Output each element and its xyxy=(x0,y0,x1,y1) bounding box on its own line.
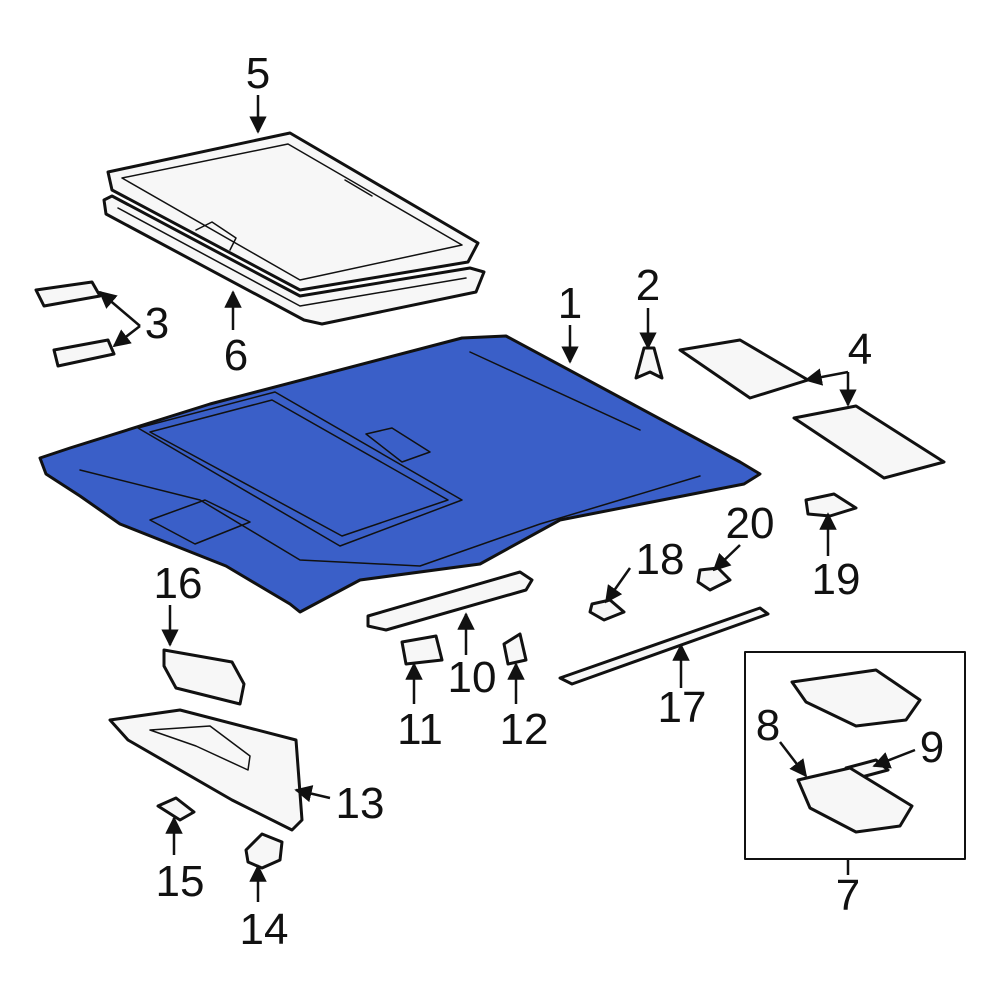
callout-1: 1 xyxy=(558,279,582,328)
handle-cover-11[interactable] xyxy=(400,634,444,666)
sunroof-panel-lower[interactable] xyxy=(102,194,486,326)
insulation-lower[interactable] xyxy=(792,404,946,480)
inset-box xyxy=(744,651,966,860)
insulation-upper[interactable] xyxy=(678,338,810,400)
pad-lower[interactable] xyxy=(52,338,116,368)
callout-7: 7 xyxy=(836,871,860,920)
sunvisor[interactable] xyxy=(108,708,304,832)
sunroof-panel-upper[interactable] xyxy=(106,131,480,292)
headliner[interactable] xyxy=(38,334,762,614)
bracket-14[interactable] xyxy=(244,832,284,870)
callout-4: 4 xyxy=(848,325,872,374)
callout-9: 9 xyxy=(920,723,944,772)
hook[interactable] xyxy=(804,492,858,518)
callout-12: 12 xyxy=(500,705,549,754)
clip-18[interactable] xyxy=(588,598,626,622)
callout-6: 6 xyxy=(224,331,248,380)
callout-19: 19 xyxy=(812,555,861,604)
callout-20: 20 xyxy=(726,499,775,548)
lamp-lens[interactable] xyxy=(796,766,914,834)
clip-15[interactable] xyxy=(156,796,196,822)
retainer-clip[interactable] xyxy=(634,346,664,380)
callout-18: 18 xyxy=(636,535,685,584)
handle-cover-12[interactable] xyxy=(502,632,528,666)
callout-13: 13 xyxy=(336,779,385,828)
callout-15: 15 xyxy=(156,857,205,906)
callout-11: 11 xyxy=(397,705,443,754)
callout-14: 14 xyxy=(240,905,289,954)
callout-5: 5 xyxy=(246,49,270,98)
callout-10: 10 xyxy=(448,653,497,702)
callout-16: 16 xyxy=(154,559,203,608)
callout-8: 8 xyxy=(756,701,780,750)
leader-lines xyxy=(98,95,916,902)
rail-17[interactable] xyxy=(558,606,770,686)
grab-handle[interactable] xyxy=(366,570,534,632)
callout-3: 3 xyxy=(145,299,169,348)
pad-upper[interactable] xyxy=(34,280,102,308)
clip-20[interactable] xyxy=(696,566,732,592)
cover-16[interactable] xyxy=(162,648,246,706)
dome-lamp-housing[interactable] xyxy=(790,668,922,728)
callout-labels: 5 6 3 1 2 4 20 18 19 16 10 11 12 17 13 1… xyxy=(145,49,944,954)
callout-17: 17 xyxy=(658,683,707,732)
callout-2: 2 xyxy=(636,261,660,310)
